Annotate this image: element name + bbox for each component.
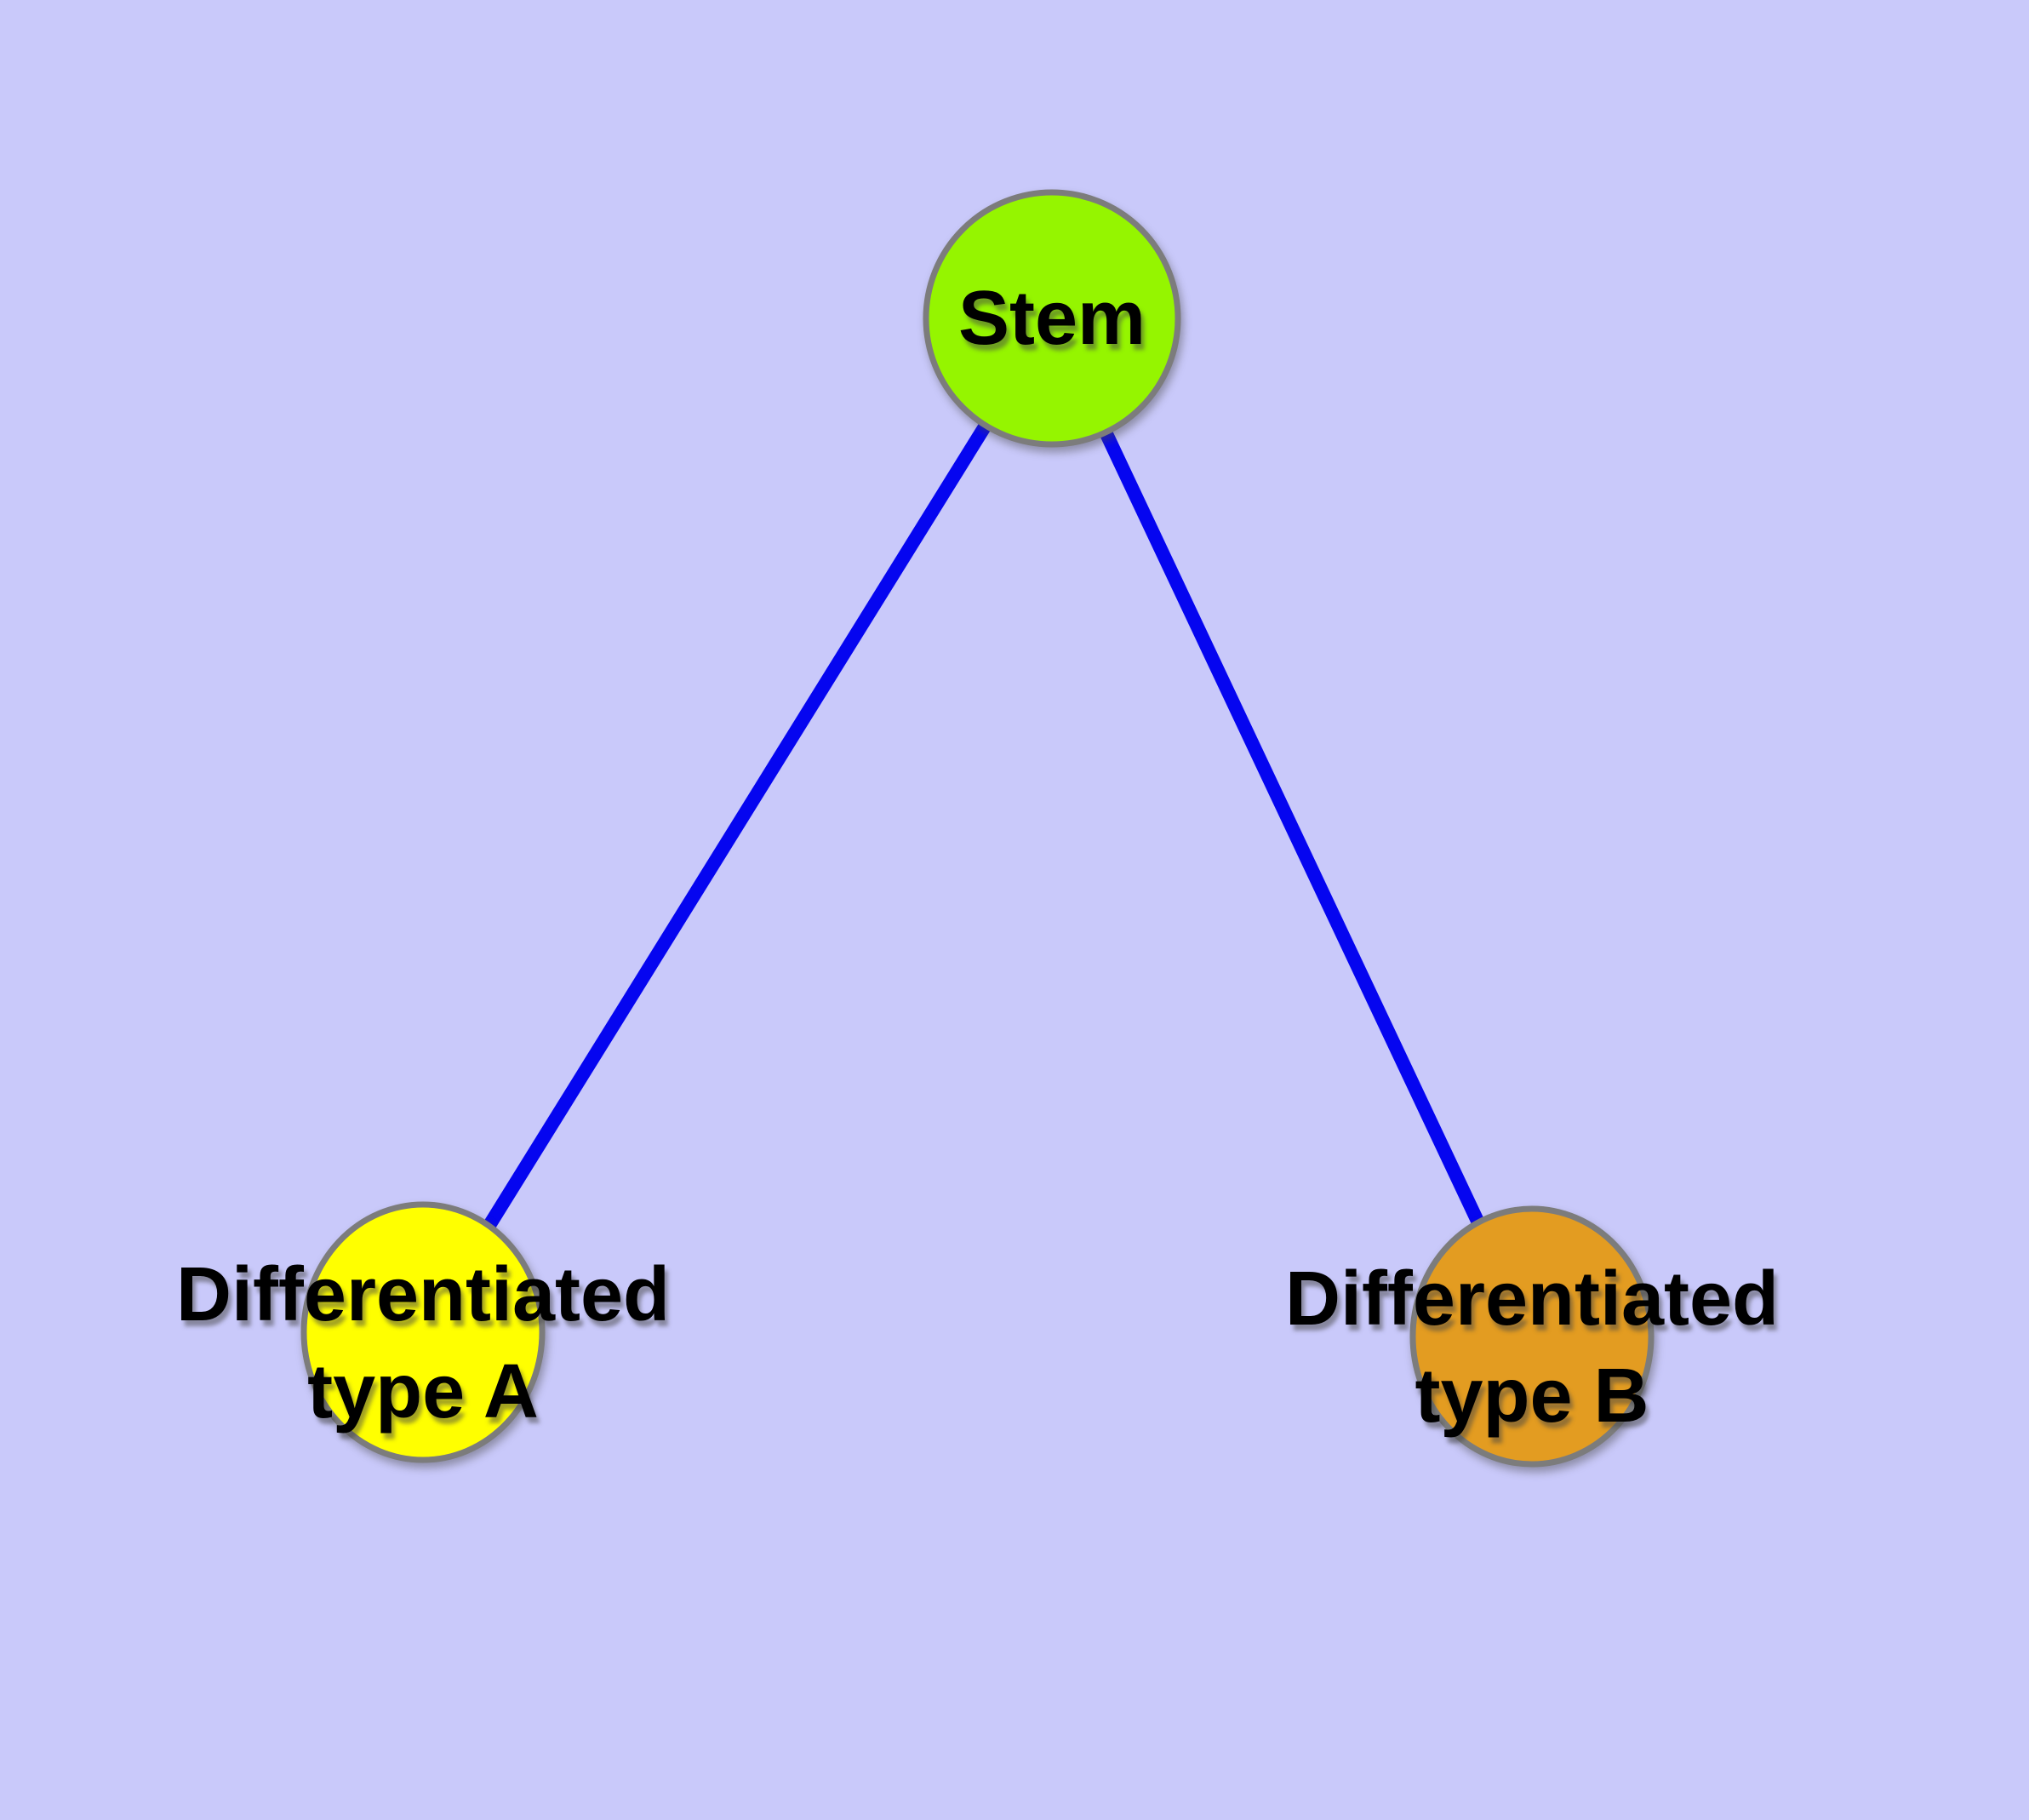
edge-stem-to-type-b <box>1045 315 1539 1340</box>
node-type-b-label-line2: type B <box>1415 1354 1649 1439</box>
node-stem[interactable]: Stem <box>923 189 1181 448</box>
node-stem-label: Stem <box>958 276 1146 361</box>
node-differentiated-type-b[interactable]: Differentiated type B <box>1285 1205 1779 1468</box>
node-type-a-label-line2: type A <box>307 1349 539 1434</box>
node-type-a-ellipse <box>300 1201 546 1463</box>
node-type-b-ellipse <box>1409 1205 1655 1468</box>
node-stem-circle <box>923 189 1181 448</box>
edge-stem-to-type-a <box>417 314 1058 1336</box>
node-differentiated-type-a[interactable]: Differentiated type A <box>176 1201 670 1463</box>
node-type-b-label-line1: Differentiated <box>1285 1256 1779 1342</box>
node-type-a-label-line1: Differentiated <box>176 1252 670 1337</box>
